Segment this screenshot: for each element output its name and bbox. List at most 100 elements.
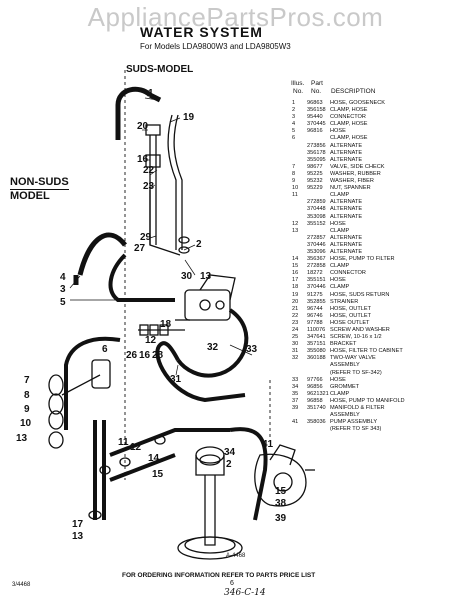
suds-model-label: SUDS-MODEL — [126, 64, 194, 75]
parts-illus-no: 37 — [292, 397, 299, 404]
parts-illus-no: 14 — [292, 256, 299, 263]
parts-description: (REFER TO SF-342) — [330, 369, 382, 376]
parts-description: ALTERNATE — [330, 149, 363, 156]
parts-description: ASSEMBLY — [330, 362, 360, 369]
parts-part-no: 357151 — [307, 341, 326, 348]
header-description: DESCRIPTION — [331, 88, 376, 95]
parts-illus-no: 31 — [292, 348, 299, 355]
callout-2b: 2 — [226, 459, 232, 470]
parts-part-no: 9621321 — [307, 390, 329, 397]
parts-description: HOSE, PUMP TO FILTER — [330, 256, 395, 263]
parts-part-no: 356158 — [307, 107, 326, 114]
parts-part-no: 273856 — [307, 142, 326, 149]
callout-17: 17 — [72, 519, 84, 530]
parts-part-no: 95232 — [307, 178, 323, 185]
callout-16: 16 — [137, 154, 149, 165]
parts-description: WASHER, FIBER — [330, 178, 374, 185]
callout-29: 29 — [140, 232, 152, 243]
parts-description: HOSE, OUTLET — [330, 305, 372, 312]
callout-39: 39 — [275, 513, 287, 524]
parts-row: 9 95232 WASHER, FIBER — [292, 178, 470, 185]
callout-15b: 15 — [275, 486, 287, 497]
parts-part-no: 96816 — [307, 128, 323, 135]
callout-8: 8 — [24, 390, 30, 401]
parts-description: PUMP ASSEMBLY — [330, 419, 378, 426]
parts-part-no: 358036 — [307, 419, 326, 426]
callout-12b: 12 — [130, 442, 142, 453]
parts-row: 41 358036 PUMP ASSEMBLY — [292, 419, 470, 426]
parts-illus-no: 19 — [292, 291, 299, 298]
parts-description: CLAMP, HOSE — [330, 107, 368, 114]
parts-description: HOSE — [330, 220, 346, 227]
parts-part-no: 96858 — [307, 397, 323, 404]
callout-33: 33 — [246, 344, 258, 355]
callout-7: 7 — [24, 375, 30, 386]
parts-illus-no: 23 — [292, 319, 299, 326]
page-number: 6 — [230, 580, 234, 587]
parts-description: (REFER TO SF 343) — [330, 426, 382, 433]
parts-row: 356178 ALTERNATE — [292, 150, 470, 157]
callout-32: 32 — [207, 342, 219, 353]
non-suds-line2: MODEL — [10, 190, 50, 202]
parts-description: ASSEMBLY — [330, 412, 360, 419]
callout-15: 15 — [152, 469, 164, 480]
parts-illus-no: 32 — [292, 355, 299, 362]
parts-illus-no: 30 — [292, 341, 299, 348]
parts-illus-no: 8 — [292, 170, 296, 177]
parts-description: CLAMP, HOSE — [330, 135, 368, 142]
parts-description: BRACKET — [330, 341, 357, 348]
parts-part-no: 370446 — [307, 284, 326, 291]
parts-illus-no: 41 — [292, 419, 299, 426]
parts-part-no: 272859 — [307, 199, 326, 206]
callout-2: 2 — [196, 239, 202, 250]
header-part-no: No. — [311, 88, 322, 95]
callout-22: 22 — [143, 165, 155, 176]
parts-part-no: 370448 — [307, 206, 326, 213]
parts-description: TWO-WAY VALVE — [330, 355, 376, 362]
parts-part-no: 353096 — [307, 248, 326, 255]
parts-illus-no: 11 — [292, 192, 298, 199]
callout-18: 18 — [160, 319, 172, 330]
handwritten-note: 346-C-14 — [224, 588, 266, 598]
parts-description: ALTERNATE — [330, 213, 363, 220]
parts-part-no: 356178 — [307, 149, 326, 156]
callout-34: 34 — [224, 447, 236, 458]
parts-description: SCREW AND WASHER — [330, 327, 390, 333]
parts-illus-no: 9 — [292, 178, 296, 185]
parts-description: NUT, SPANNER — [330, 185, 371, 192]
callout-5: 5 — [60, 297, 66, 308]
parts-illus-no: 35 — [292, 390, 299, 397]
callout-10: 10 — [20, 418, 32, 429]
parts-part-no: 360188 — [307, 355, 326, 362]
header-illus: Illus. — [291, 80, 305, 87]
parts-illus-no: 3 — [292, 114, 296, 121]
callout-1: 1 — [148, 88, 154, 99]
watermark: AppliancePartsPros.com — [87, 2, 384, 32]
parts-illus-no: 5 — [292, 128, 296, 135]
parts-description: STRAINER — [330, 298, 359, 305]
parts-part-no: 97766 — [307, 376, 323, 383]
parts-description: CLAMP — [330, 227, 350, 234]
parts-illus-no: 12 — [292, 220, 299, 227]
parts-part-no: 95225 — [307, 170, 323, 177]
header-part: Part — [311, 80, 323, 87]
callout-28: 28 — [152, 350, 164, 361]
parts-part-no: 355080 — [307, 348, 326, 355]
non-suds-line1: NON-SUDS — [10, 176, 69, 190]
parts-description: HOSE OUTLET — [330, 319, 370, 326]
